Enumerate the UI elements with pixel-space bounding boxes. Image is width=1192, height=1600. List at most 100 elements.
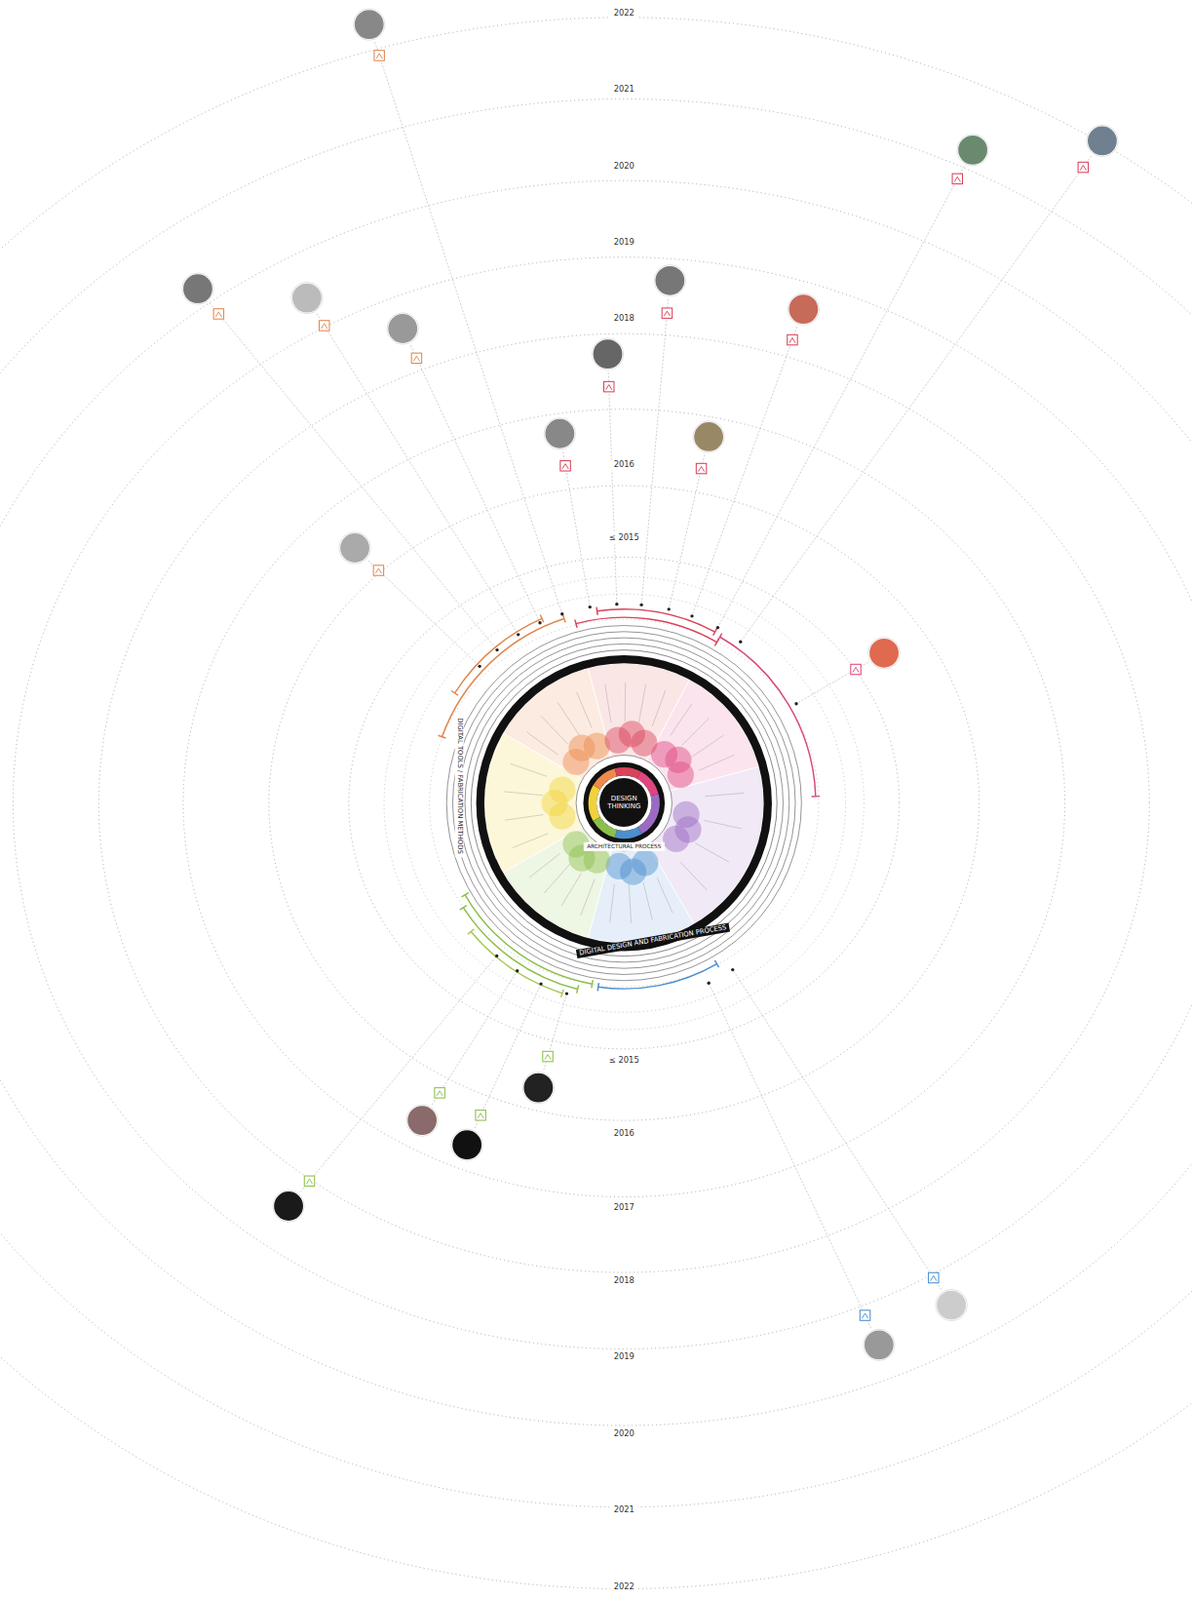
thin-ring: [459, 637, 790, 968]
leader-dot: [639, 603, 643, 607]
project-photo: [387, 312, 419, 344]
leader-line: [668, 454, 705, 610]
sector-detail-line: [543, 863, 570, 893]
year-ring: [348, 556, 900, 1048]
tool-icon-glyph: [789, 337, 796, 343]
process-bubble: [662, 825, 690, 852]
bracket-end: [460, 905, 467, 911]
photo-border: [386, 312, 419, 345]
photo-border: [787, 293, 819, 325]
leader-line: [563, 451, 591, 607]
project-photo: [291, 282, 322, 313]
leader-line: [732, 969, 942, 1290]
sector-detail-line: [605, 684, 612, 723]
photo-border: [692, 421, 725, 453]
project-photo: [523, 1072, 554, 1103]
tool-icon: [475, 1110, 486, 1120]
year-label: ≤ 2015: [606, 533, 643, 544]
leader-dot: [738, 640, 742, 644]
leader-line: [692, 326, 798, 616]
leader-dot: [538, 620, 541, 624]
sector-detail-line: [703, 819, 742, 828]
year-label: 2017: [611, 1201, 638, 1213]
photo-border: [863, 1328, 895, 1360]
project-photo: [182, 272, 213, 304]
fabrication-process-ring: [480, 658, 769, 947]
bracket-end: [713, 627, 718, 635]
tool-icon: [560, 461, 571, 471]
leader-line: [708, 982, 872, 1328]
leader-dot: [706, 981, 710, 985]
photo-border: [522, 1071, 554, 1103]
tool-icon: [411, 352, 422, 363]
year-label: 2021: [611, 1504, 638, 1516]
sector-detail-line: [529, 852, 560, 878]
leader-dot: [538, 981, 542, 985]
year-ring: [429, 618, 819, 987]
bracket-end: [461, 892, 469, 897]
sector-detail-line: [656, 877, 673, 913]
bracket-end: [561, 989, 565, 998]
leader-line: [641, 299, 669, 606]
year-label: 2022: [611, 1580, 638, 1592]
tool-icon-glyph: [413, 355, 420, 361]
year-label: 2020: [611, 1427, 638, 1439]
bracket-end: [597, 982, 599, 991]
year-label: 2016: [611, 1128, 638, 1140]
thin-ring: [464, 643, 783, 962]
year-label: 2016: [611, 459, 638, 470]
tool-icon-glyph: [606, 384, 613, 390]
leader-dot: [560, 612, 564, 616]
year-ring: [183, 409, 1066, 1197]
tool-icon-glyph: [436, 1090, 443, 1096]
leader-dot: [716, 625, 720, 629]
group-bracket: [576, 616, 717, 643]
project-photo: [592, 338, 623, 369]
project-photo: [863, 1329, 894, 1360]
year-label: 2019: [611, 236, 638, 248]
tool-icon-glyph: [861, 1312, 868, 1318]
tool-icon: [604, 381, 615, 391]
bracket-end: [451, 691, 459, 696]
photo-border: [291, 281, 323, 313]
bracket-end: [563, 615, 567, 623]
leader-dot: [667, 607, 671, 611]
year-ring: [384, 576, 864, 1030]
year-ring: [0, 99, 1192, 1507]
group-bracket: [720, 636, 816, 797]
year-ring: [98, 333, 1150, 1272]
tool-icon-glyph: [562, 463, 569, 469]
ring-label: ARCHITECTURAL PROCESS: [583, 842, 664, 850]
sector-detail-line: [680, 861, 707, 890]
process-bubble: [667, 761, 694, 788]
project-photo: [451, 1129, 482, 1160]
sector-detail-line: [628, 884, 631, 923]
sector-detail-line: [527, 731, 559, 755]
sector-detail-line: [540, 715, 568, 744]
leader-dot: [588, 605, 592, 609]
year-label: 2021: [611, 83, 638, 95]
sector-detail-line: [643, 882, 653, 921]
project-photo: [406, 1104, 437, 1135]
photo-border: [339, 532, 371, 564]
tool-icon-glyph: [544, 1053, 551, 1059]
sector-detail-line: [504, 814, 543, 821]
project-photo: [868, 637, 899, 668]
year-ring: [269, 485, 980, 1120]
leader-line: [717, 165, 964, 627]
leader-dot: [565, 991, 569, 995]
tool-icon-glyph: [306, 1178, 312, 1184]
tool-icon: [304, 1175, 314, 1186]
photo-border: [272, 1190, 305, 1222]
sector-detail-line: [652, 690, 666, 727]
tool-icon: [859, 1309, 870, 1320]
sector-detail-line: [610, 884, 616, 923]
year-label: 2020: [611, 160, 638, 172]
sector-detail-line: [670, 703, 693, 736]
bracket-end: [811, 795, 820, 798]
sector-detail-line: [682, 717, 710, 745]
tool-icon: [952, 173, 962, 184]
sector-detail-line: [705, 792, 745, 796]
leader-dot: [690, 614, 693, 617]
